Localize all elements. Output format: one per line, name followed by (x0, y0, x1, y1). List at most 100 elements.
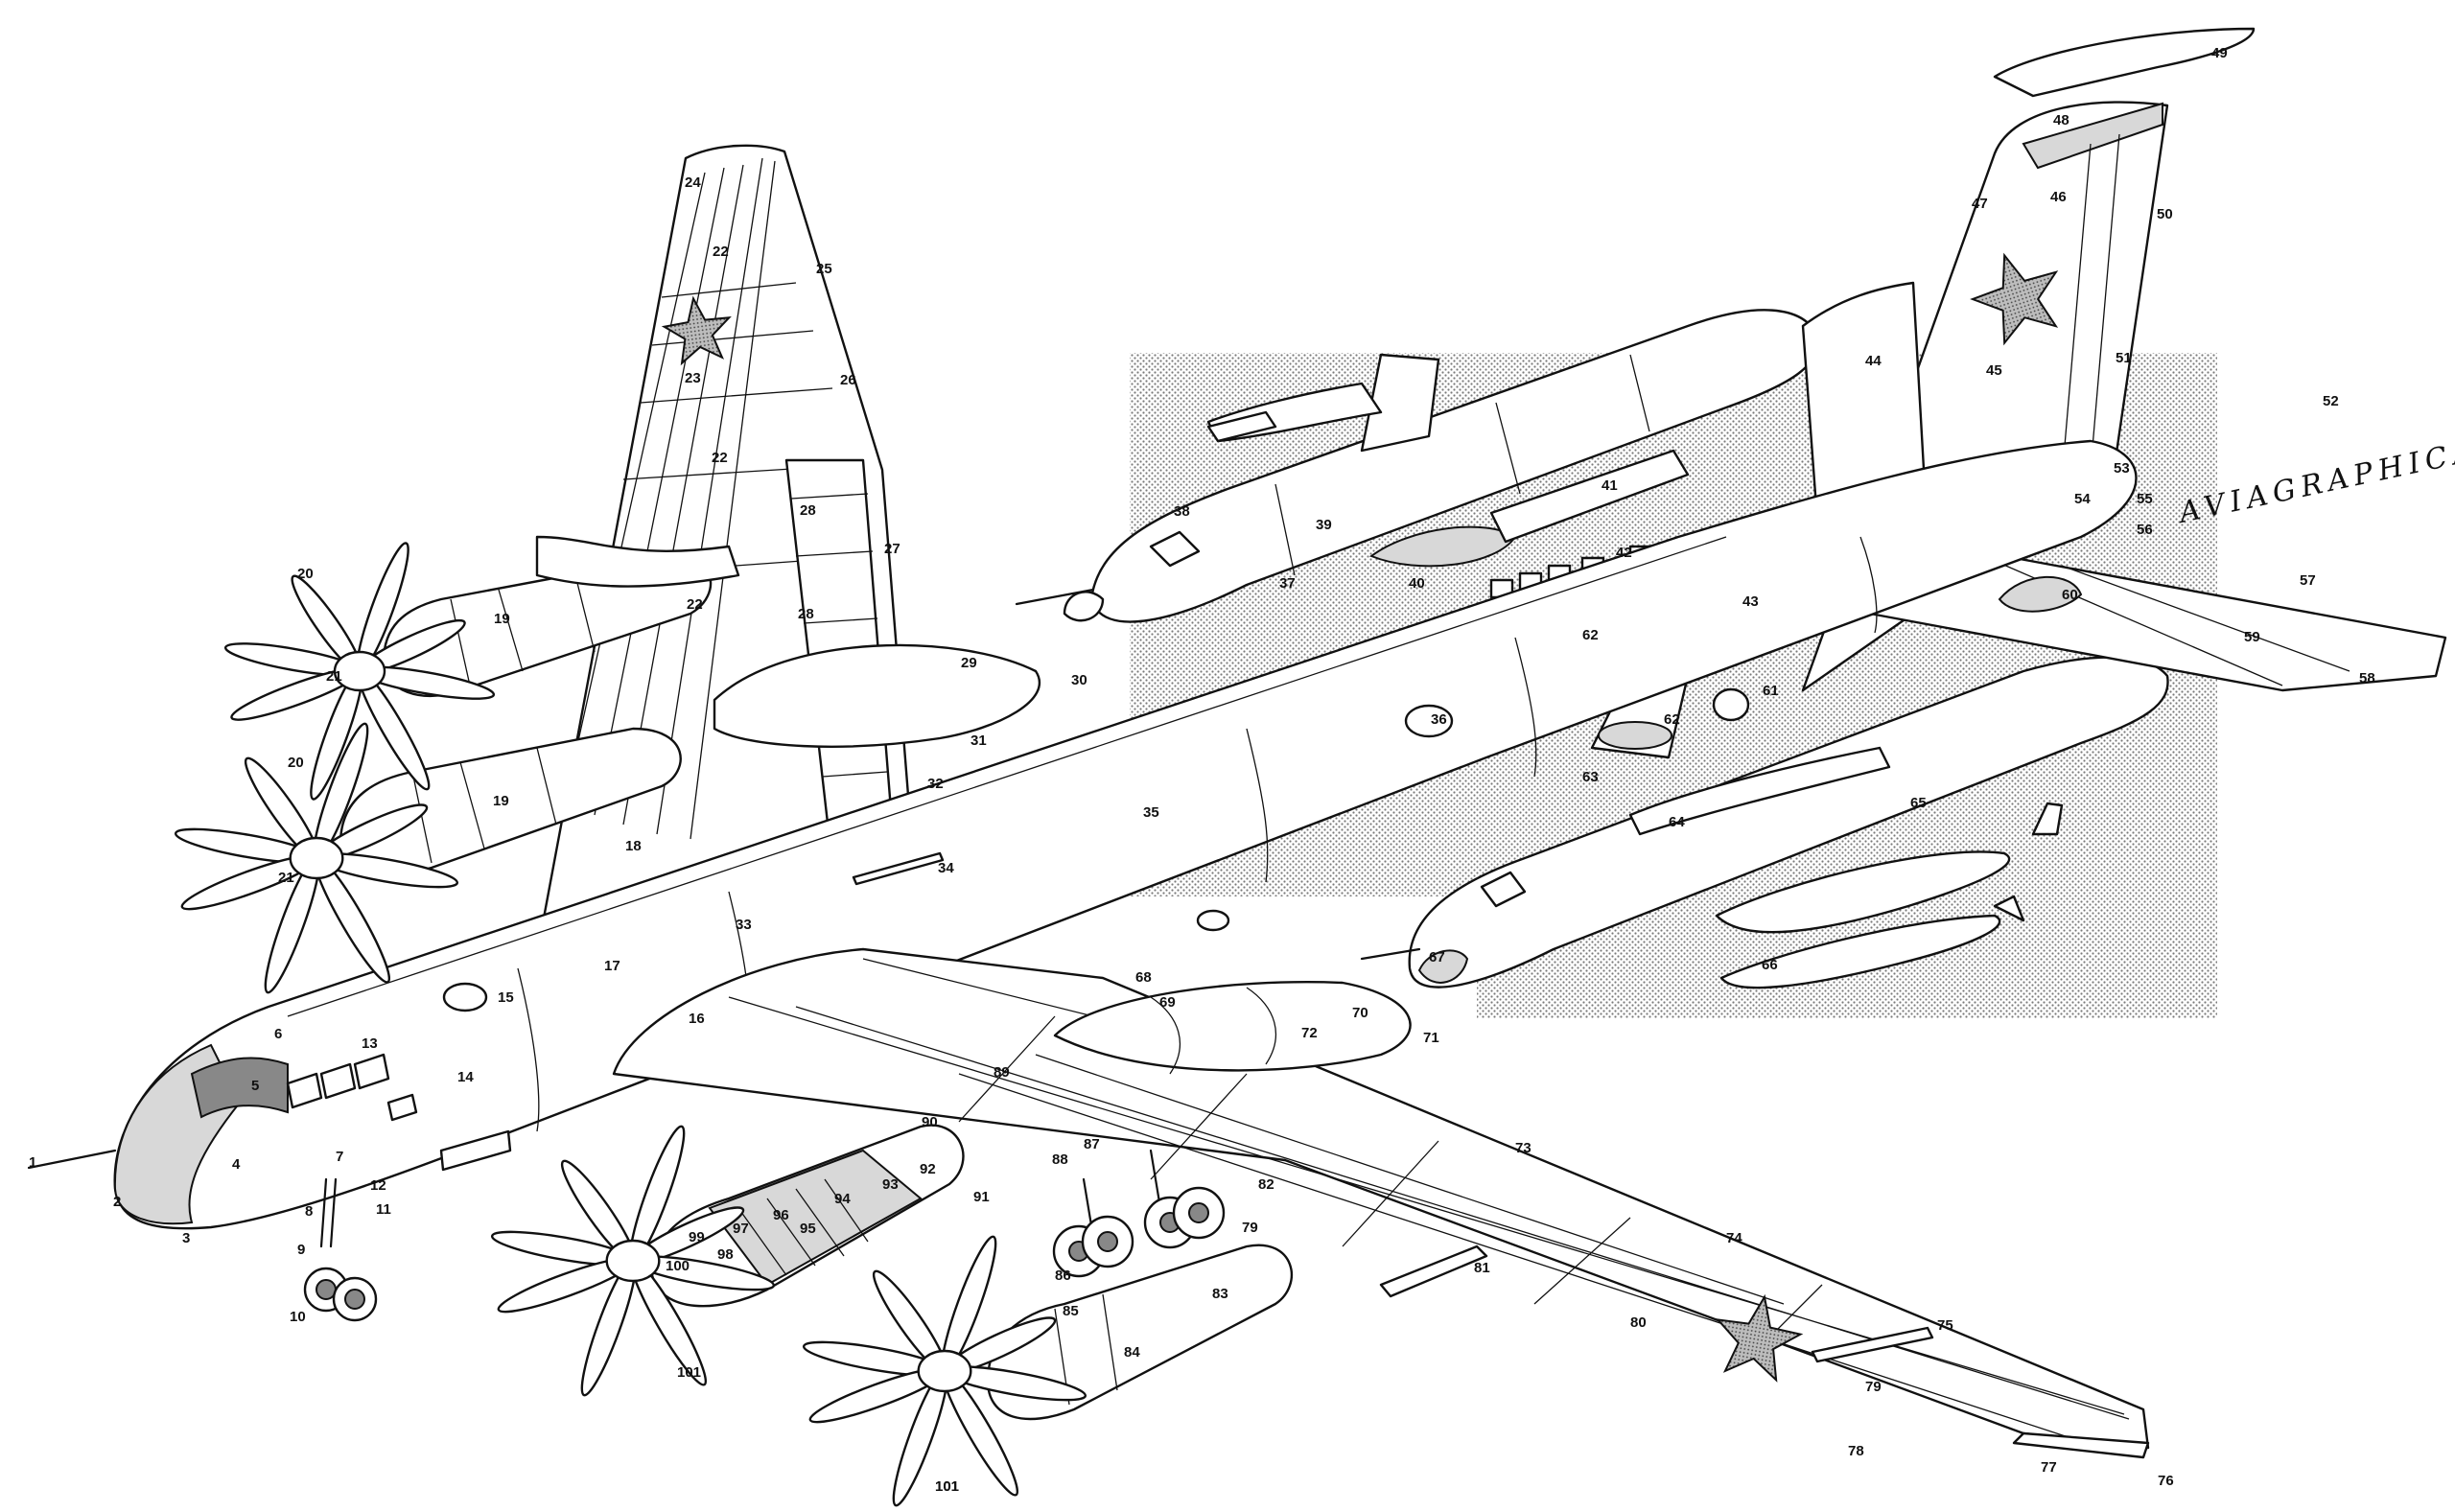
callout-61: 61 (1763, 683, 1779, 699)
callout-20: 20 (297, 566, 314, 582)
propeller-icon (802, 1235, 1087, 1507)
callout-64: 64 (1669, 814, 1685, 830)
callout-4: 4 (232, 1156, 241, 1173)
callout-numbers: 1234567891011121314151617181920212223242… (29, 45, 2375, 1495)
propeller-icon (174, 542, 1087, 1507)
callout-54: 54 (2074, 491, 2091, 507)
callout-79: 79 (1865, 1379, 1882, 1395)
callout-55: 55 (2137, 491, 2153, 507)
callout-79-repeat: 79 (1242, 1220, 1258, 1236)
callout-29: 29 (961, 655, 977, 671)
callout-14: 14 (457, 1069, 474, 1085)
callout-44: 44 (1865, 353, 1882, 369)
callout-82: 82 (1258, 1176, 1274, 1193)
propeller-icon (223, 542, 496, 801)
callout-13: 13 (362, 1035, 378, 1052)
callout-99: 99 (689, 1229, 705, 1245)
callout-87: 87 (1084, 1136, 1100, 1152)
callout-51: 51 (2116, 350, 2132, 366)
callout-81: 81 (1474, 1260, 1490, 1276)
callout-83: 83 (1212, 1286, 1228, 1302)
callout-58: 58 (2359, 670, 2375, 686)
callout-12: 12 (370, 1177, 386, 1194)
callout-9: 9 (297, 1242, 305, 1258)
callout-28-repeat: 28 (798, 606, 814, 622)
propeller-icon (174, 722, 459, 994)
fuselage (27, 439, 2138, 1230)
callout-33: 33 (736, 917, 752, 933)
callout-62: 62 (1582, 627, 1599, 643)
callout-52: 52 (2323, 393, 2339, 409)
callout-41: 41 (1602, 477, 1618, 494)
callout-53: 53 (2114, 460, 2130, 477)
callout-17: 17 (604, 958, 620, 974)
callout-72: 72 (1301, 1025, 1318, 1041)
callout-63: 63 (1582, 769, 1599, 785)
callout-19-repeat: 19 (493, 793, 509, 809)
callout-8: 8 (305, 1203, 313, 1220)
callout-91: 91 (973, 1189, 990, 1205)
callout-40: 40 (1409, 575, 1425, 592)
port-inner-nacelle (339, 643, 1041, 876)
inset-variant-lower (1360, 656, 2169, 989)
starboard-inner-nacelle (1053, 981, 1412, 1075)
callout-48: 48 (2053, 112, 2069, 128)
starboard-inner-engine-cutaway (650, 1124, 965, 1308)
callout-65: 65 (1910, 795, 1927, 811)
port-outer-nacelle (382, 535, 740, 698)
callout-93: 93 (882, 1176, 899, 1193)
callout-101: 101 (677, 1364, 701, 1381)
callout-47: 47 (1972, 196, 1988, 212)
callout-7: 7 (336, 1149, 343, 1165)
callout-39: 39 (1316, 517, 1332, 533)
callout-16: 16 (689, 1011, 705, 1027)
callout-68: 68 (1135, 969, 1152, 986)
callout-50: 50 (2157, 206, 2173, 222)
callout-22-repeat: 22 (687, 596, 703, 613)
callout-66: 66 (1762, 957, 1778, 973)
callout-70: 70 (1352, 1005, 1368, 1021)
callout-27: 27 (884, 541, 900, 557)
callout-25: 25 (816, 261, 832, 277)
callout-69: 69 (1159, 994, 1176, 1011)
callout-85: 85 (1063, 1303, 1079, 1319)
propeller-icon (490, 1125, 776, 1397)
callout-67: 67 (1429, 949, 1445, 965)
callout-80: 80 (1630, 1314, 1647, 1331)
callout-88: 88 (1052, 1151, 1068, 1168)
callout-18: 18 (625, 838, 642, 854)
callout-2: 2 (113, 1194, 121, 1210)
callout-20-repeat: 20 (288, 755, 304, 771)
callout-30: 30 (1071, 672, 1087, 688)
callout-98: 98 (717, 1246, 734, 1263)
callout-92: 92 (920, 1161, 936, 1177)
red-star-insignia-icon (661, 295, 732, 366)
callout-24: 24 (685, 174, 701, 191)
callout-11: 11 (376, 1201, 391, 1218)
callout-22-repeat: 22 (712, 450, 728, 466)
callout-5: 5 (251, 1078, 259, 1094)
landing-gear-icon (303, 1149, 1226, 1322)
red-star-insignia-icon (1970, 252, 2059, 346)
callout-46: 46 (2050, 189, 2067, 205)
callout-15: 15 (498, 989, 514, 1006)
callout-101-repeat: 101 (935, 1478, 959, 1495)
callout-86: 86 (1055, 1268, 1071, 1284)
callout-76: 76 (2158, 1473, 2174, 1489)
callout-3: 3 (182, 1230, 190, 1246)
callout-57: 57 (2300, 572, 2316, 589)
callout-75: 75 (1937, 1317, 1953, 1334)
red-star-insignia-icon (661, 252, 2059, 1383)
callout-35: 35 (1143, 804, 1159, 821)
callout-90: 90 (922, 1114, 938, 1130)
callout-49: 49 (2211, 45, 2228, 61)
callout-36: 36 (1431, 711, 1447, 728)
callout-59: 59 (2244, 629, 2260, 645)
callout-6: 6 (274, 1026, 282, 1042)
callout-89: 89 (994, 1064, 1010, 1081)
callout-42: 42 (1616, 545, 1632, 561)
callout-19: 19 (494, 611, 510, 627)
callout-77: 77 (2041, 1459, 2057, 1476)
callout-95: 95 (800, 1221, 816, 1237)
